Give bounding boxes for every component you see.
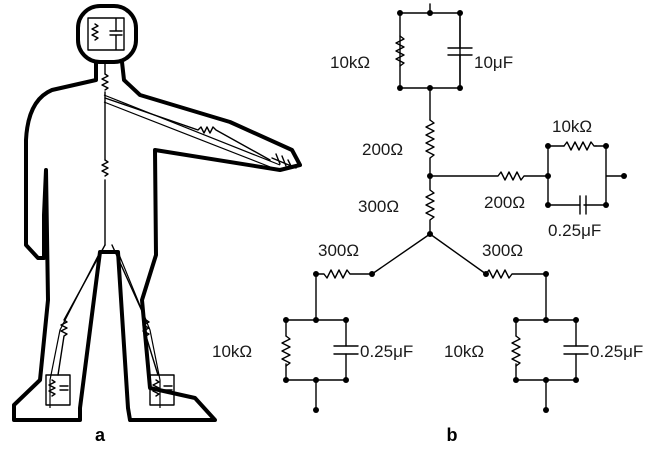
- arm-outline: [103, 94, 281, 166]
- node: [621, 173, 627, 179]
- torso-resistor: [425, 175, 435, 235]
- head-resistor: [395, 35, 405, 67]
- node: [543, 377, 549, 383]
- left-leg-branch: [315, 233, 431, 321]
- right-leg-capacitor: [563, 345, 589, 355]
- node: [573, 317, 579, 323]
- node: [457, 85, 463, 91]
- torso-zigzag: [101, 159, 109, 177]
- node: [313, 317, 319, 323]
- node: [427, 10, 433, 16]
- arm-capacitor-label: 0.25μF: [548, 221, 601, 240]
- arm-outline-lower: [103, 101, 279, 171]
- right-leg-branch: [429, 233, 547, 321]
- left-foot-rc: [45, 374, 71, 406]
- node: [457, 10, 463, 16]
- head-block-wires: [399, 3, 461, 121]
- hand-rc: [271, 153, 297, 169]
- left-leg-resistor: [281, 335, 291, 367]
- node: [545, 202, 551, 208]
- arm-series-label: 200Ω: [484, 193, 525, 212]
- arm-branch-wire: [429, 171, 549, 181]
- right-leg-inner: [117, 251, 161, 408]
- neck-resistor-label: 200Ω: [362, 140, 403, 159]
- right-leg-resistor: [511, 335, 521, 367]
- node: [545, 173, 551, 179]
- arm-resistor: [563, 141, 597, 151]
- right-leg-resistor-label: 10kΩ: [444, 342, 484, 361]
- human-figure-panel: a: [12, 4, 302, 445]
- left-leg-inner: [49, 251, 101, 408]
- node: [573, 377, 579, 383]
- node: [369, 271, 375, 277]
- node: [513, 317, 519, 323]
- right-leg-capacitor-label: 0.25μF: [590, 342, 643, 361]
- node: [545, 143, 551, 149]
- head-capacitor: [447, 12, 473, 89]
- arm-resistor-label: 10kΩ: [552, 117, 592, 136]
- head-capacitor-label: 10μF: [474, 53, 513, 72]
- node: [427, 85, 433, 91]
- right-leg-wire: [111, 244, 159, 376]
- torso-resistor-label: 300Ω: [358, 197, 399, 216]
- node: [313, 377, 319, 383]
- node: [543, 271, 549, 277]
- panel-label-a: a: [95, 425, 106, 445]
- panel-label-b: b: [447, 425, 458, 445]
- arm-capacitor: [579, 195, 587, 215]
- node: [513, 377, 519, 383]
- body-outline: [12, 61, 302, 422]
- left-leg-series-label: 300Ω: [318, 241, 359, 260]
- node: [397, 10, 403, 16]
- circuit-panel: 10kΩ 10μF 200Ω 200Ω 10kΩ 0.25μF 300Ω 300…: [212, 3, 643, 445]
- left-leg-resistor-label: 10kΩ: [212, 342, 252, 361]
- node: [603, 143, 609, 149]
- neck-zigzag: [101, 73, 109, 91]
- node: [343, 377, 349, 383]
- node: [543, 407, 549, 413]
- left-leg-wire: [57, 244, 106, 376]
- right-leg-block-wires: [515, 319, 577, 411]
- arm-wire: [104, 97, 271, 161]
- node: [313, 407, 319, 413]
- node: [603, 202, 609, 208]
- left-leg-capacitor-label: 0.25μF: [360, 342, 413, 361]
- head-resistor-label: 10kΩ: [330, 53, 370, 72]
- node: [397, 85, 403, 91]
- right-foot-rc: [149, 374, 175, 406]
- node: [283, 317, 289, 323]
- left-leg-block-wires: [285, 319, 347, 411]
- node: [283, 377, 289, 383]
- right-leg-series-label: 300Ω: [482, 241, 523, 260]
- node: [483, 271, 489, 277]
- node: [343, 317, 349, 323]
- node: [543, 317, 549, 323]
- head-rc: [87, 17, 125, 51]
- left-leg-capacitor: [333, 345, 359, 355]
- head-outline: [76, 4, 138, 64]
- node: [313, 271, 319, 277]
- neck-resistor: [425, 119, 435, 177]
